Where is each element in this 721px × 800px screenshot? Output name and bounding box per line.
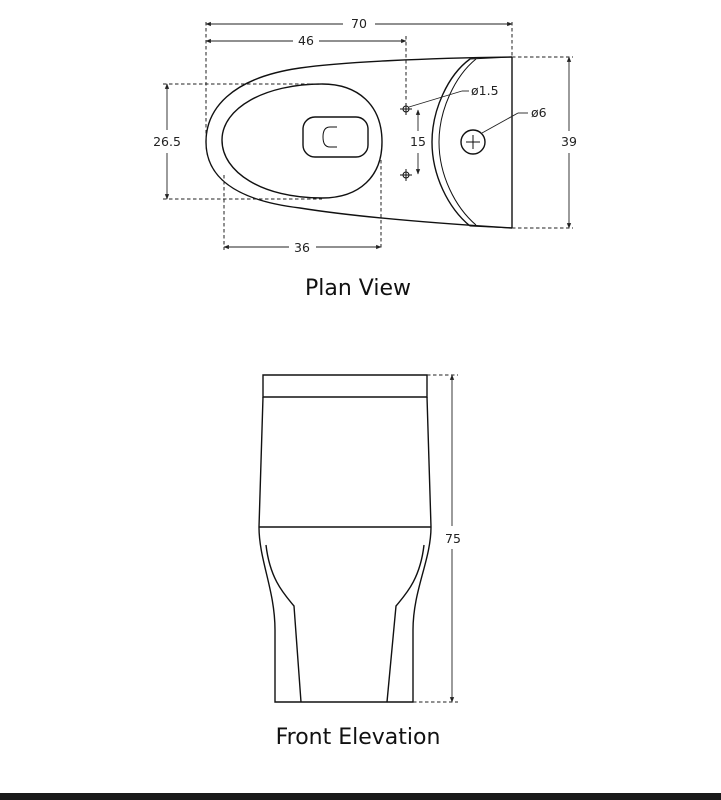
tank-front-curve-inner (438, 58, 477, 226)
flush-outlet (302, 116, 369, 158)
cistern-lid (262, 374, 428, 398)
waste-hole (460, 129, 486, 155)
dim-label-tank-width: 39 (561, 134, 577, 149)
tank-top-line (469, 56, 513, 60)
dimension-39 (512, 56, 573, 229)
pedestal-inner-right (386, 544, 425, 703)
flush-outlet-inner-c (322, 126, 337, 148)
front-elevation-title: Front Elevation (276, 725, 441, 750)
dimension-46 (205, 36, 407, 100)
dim-label-bowl-length: 46 (298, 33, 314, 48)
dim-label-bowl-width: 26.5 (153, 134, 181, 149)
plan-view-title: Plan View (305, 276, 411, 301)
pan-outline (205, 56, 513, 229)
dim-label-seat-length: 36 (294, 240, 310, 255)
plan-view: 70 46 26.5 ø1.5 15 (153, 16, 577, 301)
dimension-36 (223, 160, 382, 250)
bottom-border-bar (0, 793, 721, 800)
bowl-opening (221, 83, 383, 199)
dimension-26-5 (163, 83, 322, 200)
tank-front-curve (431, 58, 471, 227)
pedestal-outer (258, 526, 432, 703)
front-elevation: 75 Front Elevation (258, 374, 461, 750)
dimension-waste-hole-leader (481, 112, 528, 134)
fixing-hole-bottom (400, 169, 412, 181)
cistern-body (258, 396, 432, 528)
dimension-75 (413, 374, 458, 703)
dimension-fixing-hole-leader (408, 90, 469, 108)
fixing-hole-top (400, 103, 412, 115)
dim-label-height: 75 (445, 531, 461, 546)
tank-bottom-line (469, 225, 513, 229)
dim-label-fixing-hole: ø1.5 (471, 83, 499, 98)
dim-label-waste-hole: ø6 (531, 105, 547, 120)
pedestal-inner-left (265, 544, 302, 703)
dim-label-fixing-spacing: 15 (410, 134, 426, 149)
dim-label-overall-length: 70 (351, 16, 367, 31)
